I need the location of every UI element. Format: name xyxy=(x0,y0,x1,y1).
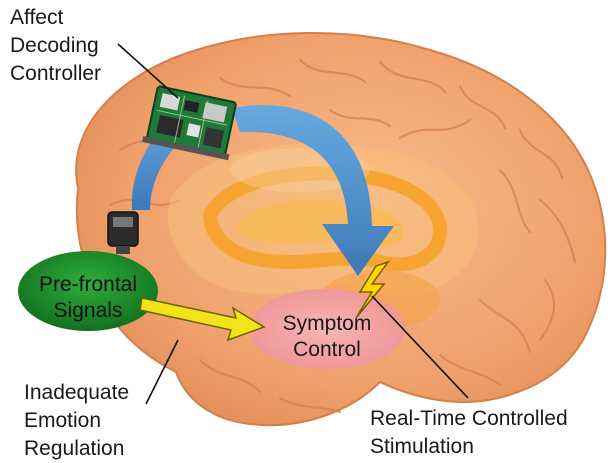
affect-decoding-controller-label: Affect Decoding Controller xyxy=(10,4,101,88)
real-time-controlled-stimulation-label: Real-Time Controlled Stimulation xyxy=(370,405,568,461)
prefrontal-signals-label: Pre-frontal Signals xyxy=(22,272,154,324)
inadequate-emotion-regulation-label: Inadequate Emotion Regulation xyxy=(24,379,129,463)
symptom-control-label: Symptom Control xyxy=(262,311,392,363)
